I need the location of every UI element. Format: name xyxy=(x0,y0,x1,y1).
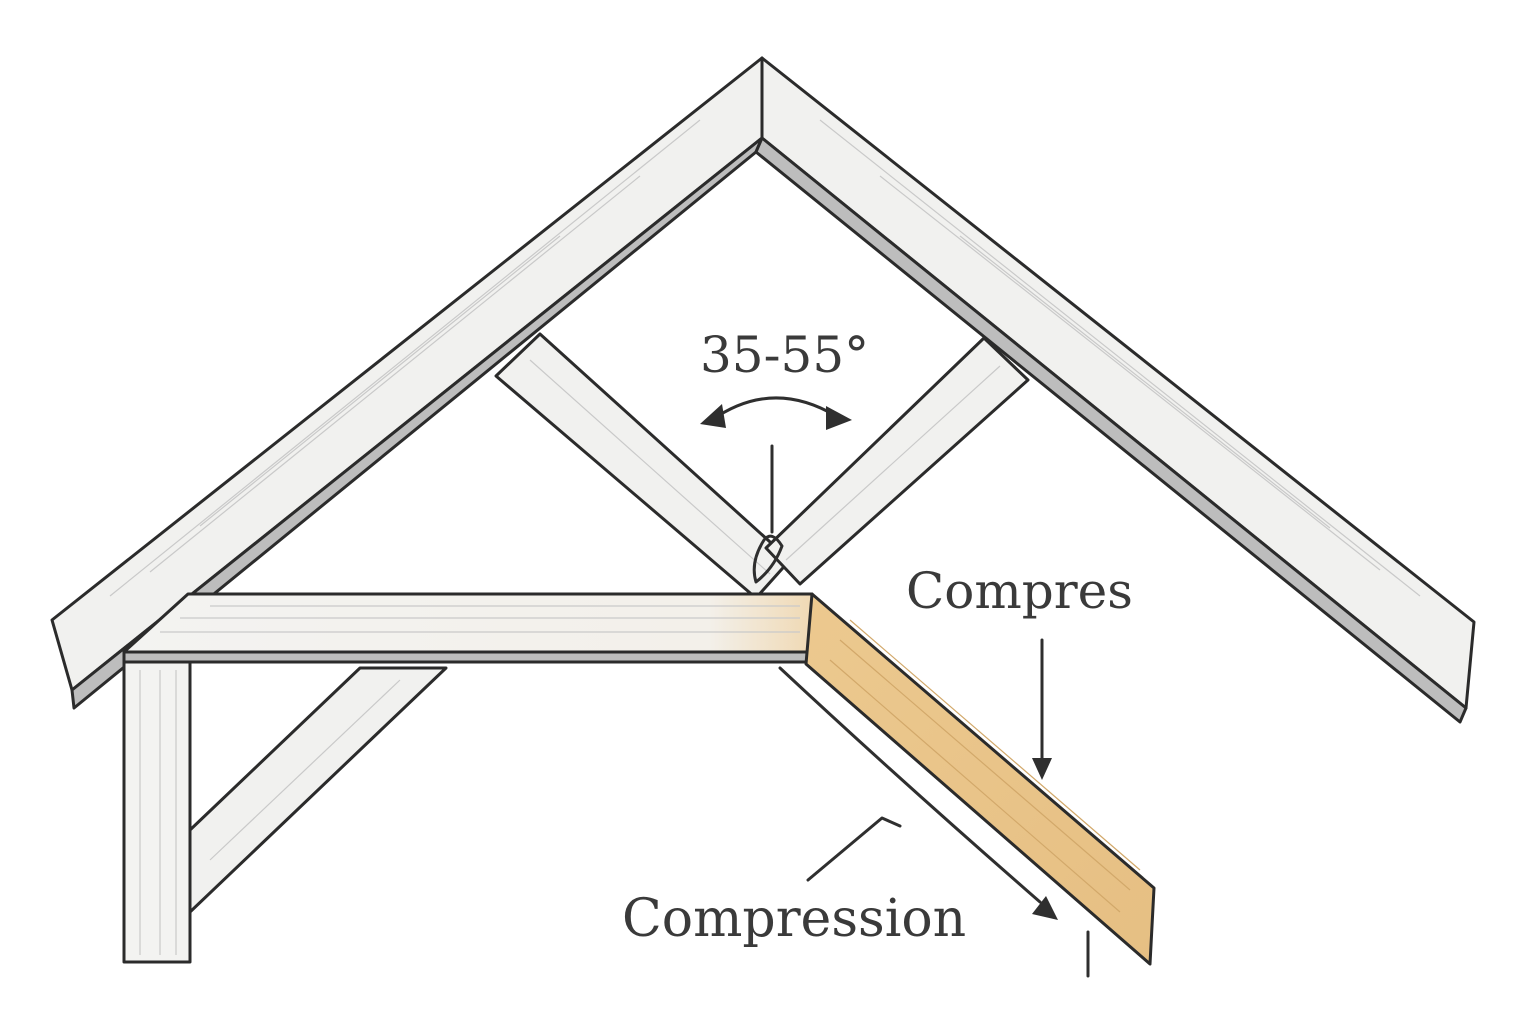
lower-left-brace xyxy=(188,666,448,914)
compression-brace xyxy=(804,592,1156,966)
horizontal-beam xyxy=(122,592,814,664)
angle-label: 35-55° xyxy=(700,326,869,384)
upper-label-arrow xyxy=(1032,638,1052,780)
lower-label-arrow xyxy=(778,666,1090,978)
angle-arc-arrow xyxy=(700,396,852,430)
left-post xyxy=(122,650,192,964)
lower-compression-label: Compression xyxy=(622,889,966,949)
right-web xyxy=(764,336,1030,586)
angle-leader-line xyxy=(752,444,784,584)
upper-compression-label: Compres xyxy=(906,562,1133,620)
right-rafter xyxy=(754,56,1476,724)
